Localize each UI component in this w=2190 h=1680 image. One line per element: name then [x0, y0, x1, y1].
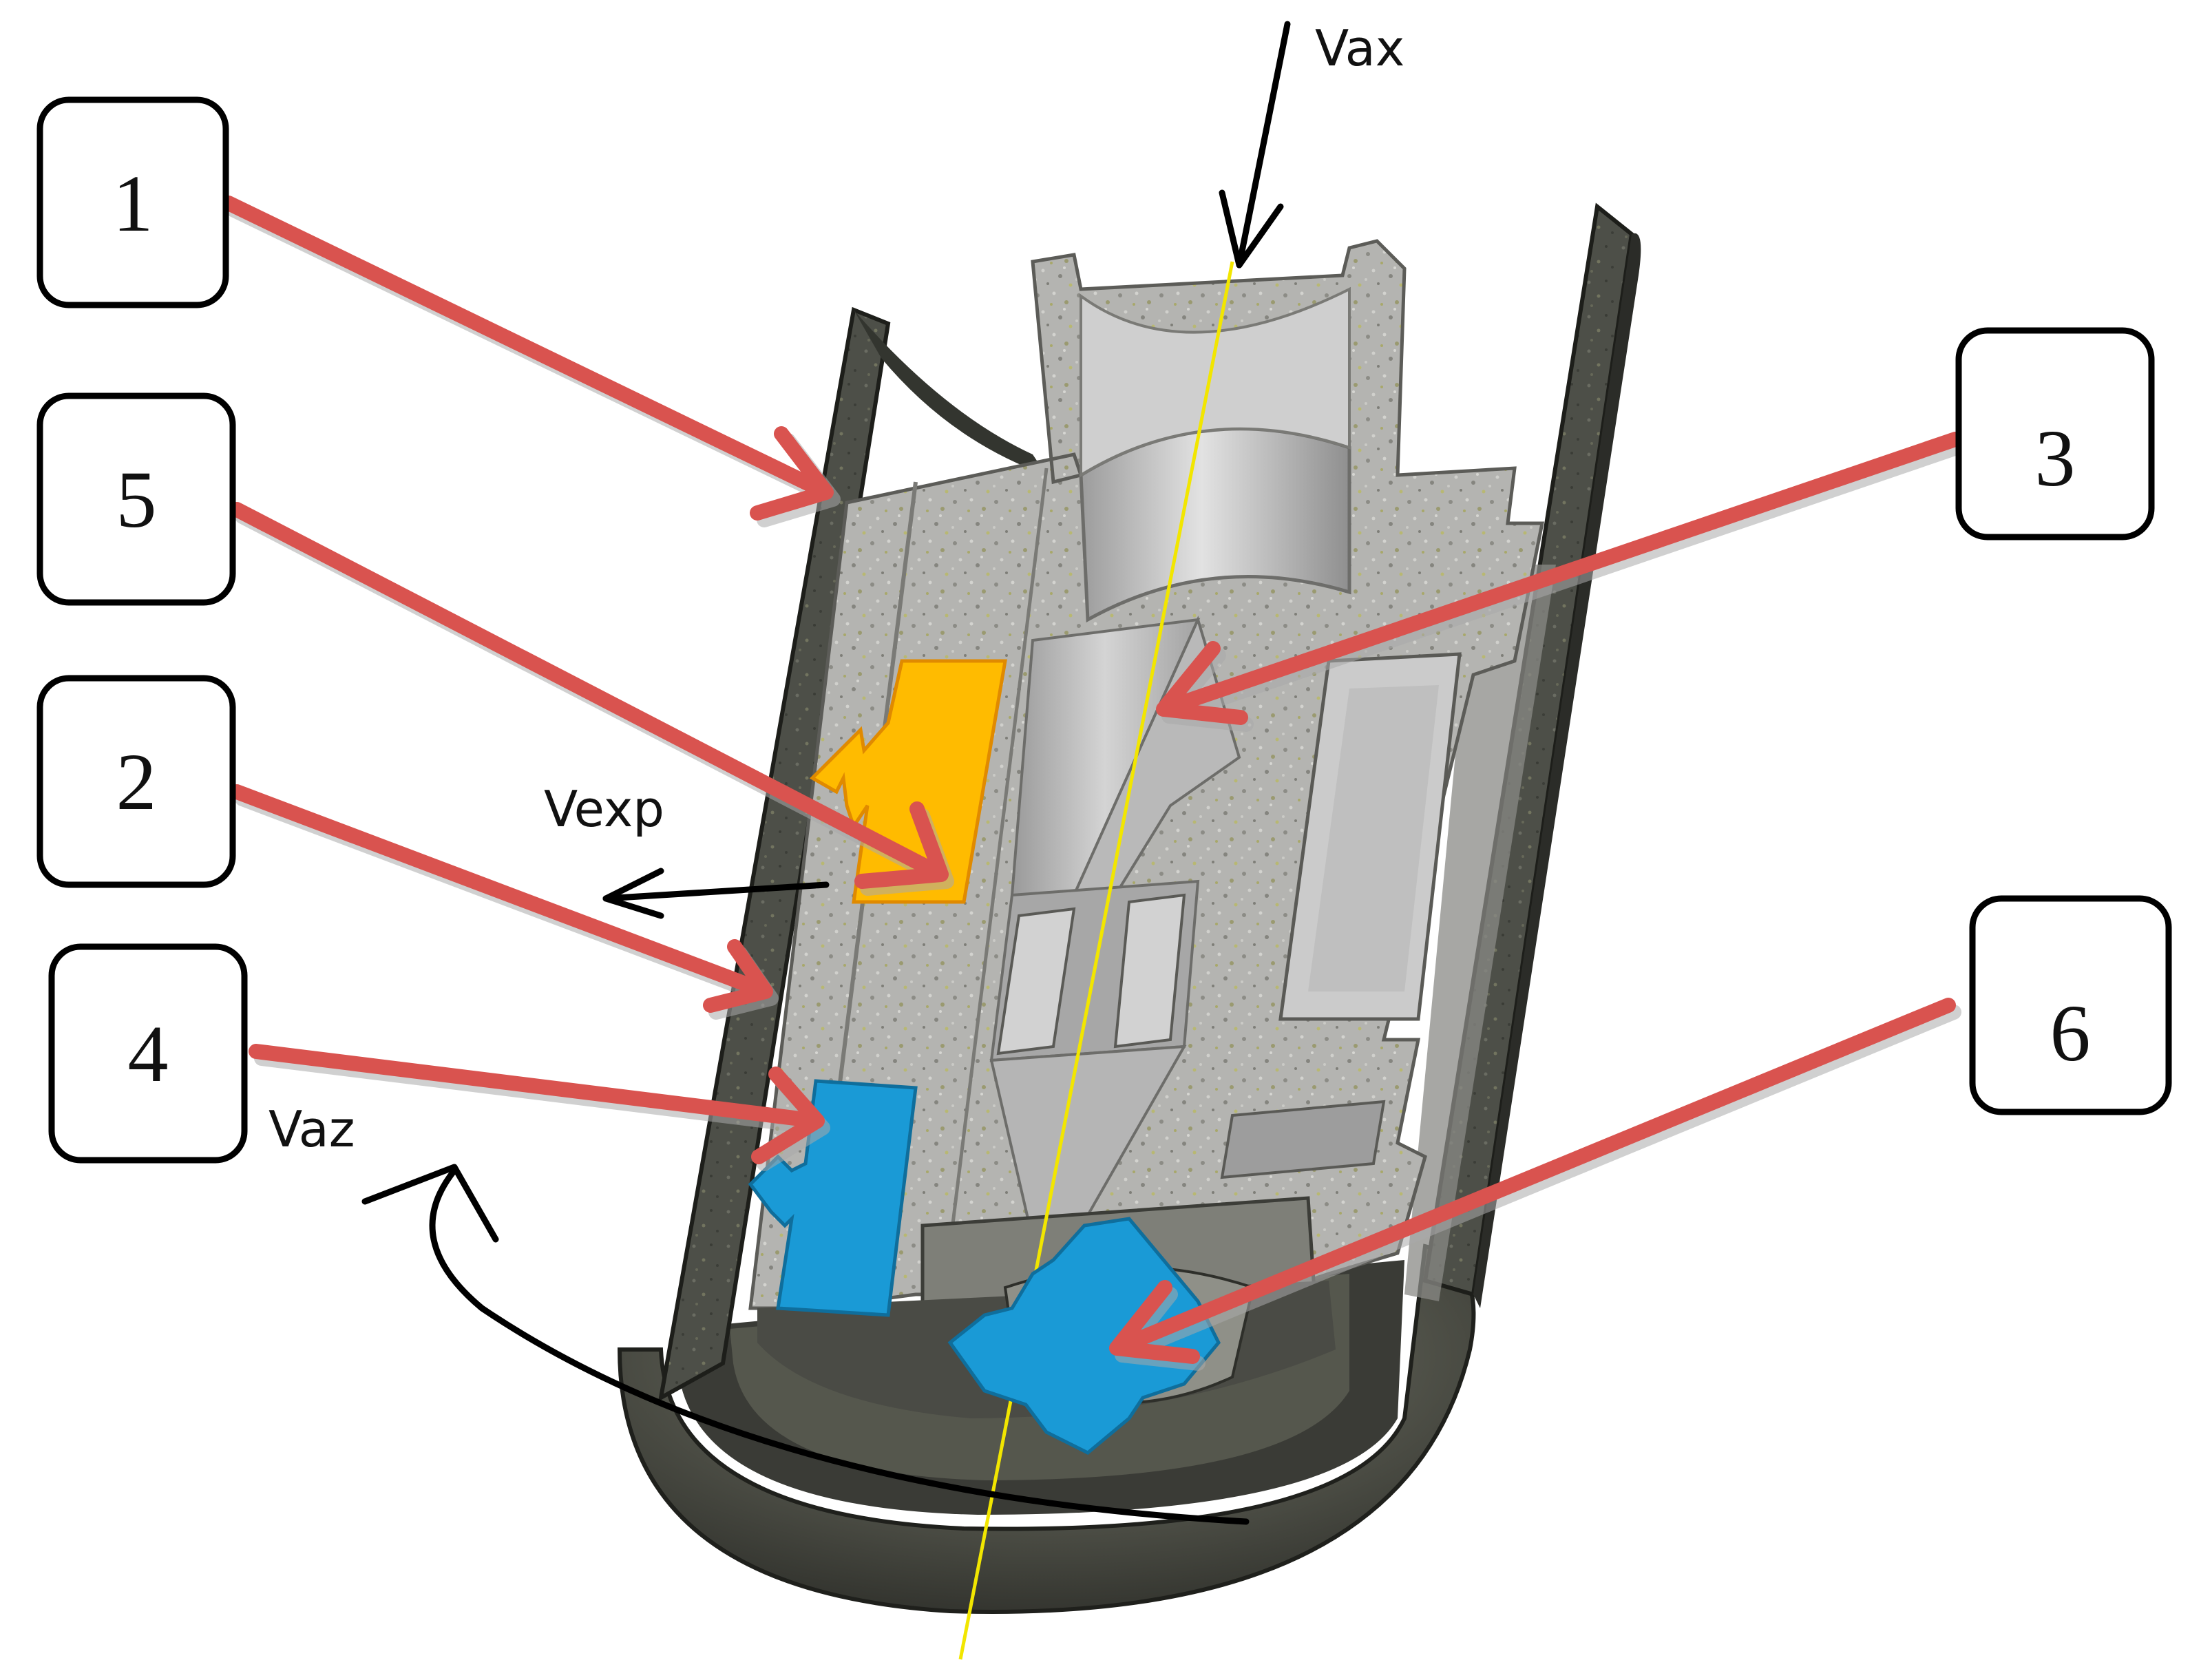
part-6-highlight [947, 1217, 1221, 1455]
axial-velocity-arrow [1219, 21, 1291, 269]
label-3-text: 3 [2035, 413, 2076, 503]
outer-shell-right-face [1473, 233, 1641, 1308]
label-box-1: 1 [36, 96, 229, 308]
label-box-3: 3 [1955, 327, 2155, 540]
pointer-5 [229, 502, 954, 896]
central-channel-window-right [1113, 893, 1186, 1049]
pointer-6 [1109, 998, 1961, 1371]
axis-line [958, 261, 1234, 1660]
label-5-text: 5 [116, 454, 157, 545]
part-5-highlight [809, 659, 1007, 904]
left-inner-edge [941, 468, 1049, 1302]
label-box-4: 4 [48, 943, 248, 1164]
label-box-2: 2 [36, 675, 236, 888]
pointer-2 [229, 784, 779, 1020]
right-window-inner [1308, 685, 1439, 991]
pointer-3 [1156, 432, 1968, 732]
pointer-1 [221, 196, 841, 527]
pointer-4 [249, 1044, 830, 1171]
expansion-velocity-label: Vexp [544, 780, 664, 838]
expansion-velocity-arrow [602, 868, 830, 919]
bottom-cap [617, 1243, 1476, 1614]
right-lower-slot [1220, 1100, 1386, 1179]
right-back-ring [1404, 565, 1556, 1301]
outer-shell-left [657, 306, 891, 1402]
assembly-body [617, 202, 1641, 1660]
label-2-text: 2 [116, 737, 157, 827]
label-1-text: 1 [113, 158, 154, 249]
axial-velocity-label: Vax [1315, 19, 1404, 77]
azimuthal-velocity-label: Vaz [269, 1100, 355, 1158]
azimuthal-velocity-arrow [361, 1164, 1250, 1525]
label-4-text: 4 [128, 1009, 169, 1099]
central-channel-window-left [996, 907, 1076, 1056]
label-6-text: 6 [2050, 988, 2091, 1078]
part-4-highlight [748, 1079, 918, 1317]
top-inner-tube-opening [1080, 286, 1351, 478]
label-box-5: 5 [36, 392, 236, 606]
label-box-6: 6 [1969, 895, 2172, 1115]
outer-shell-left-rim [854, 310, 1046, 475]
